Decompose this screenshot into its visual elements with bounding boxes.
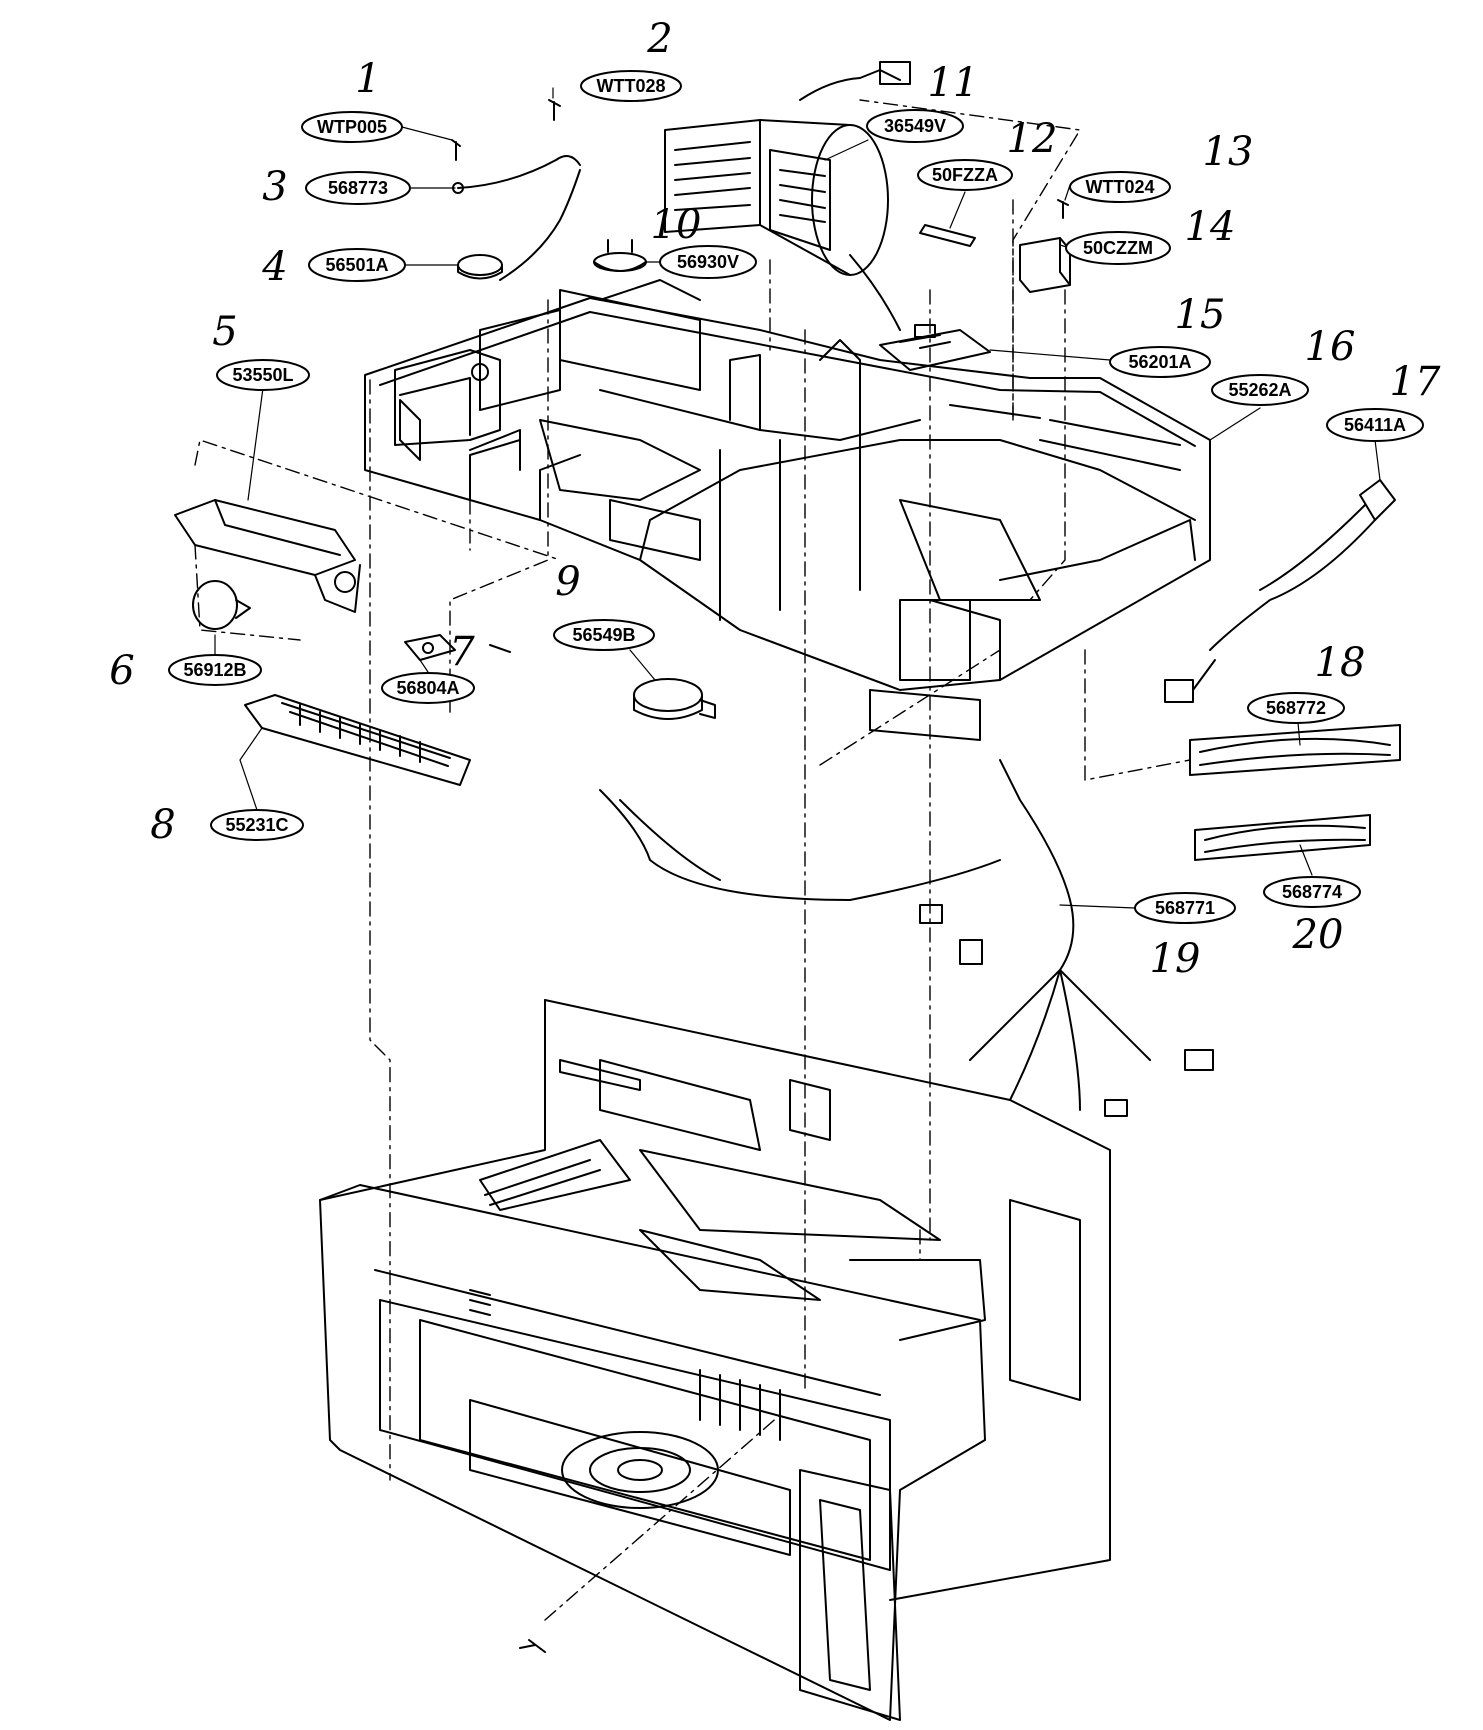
small-parts-drawing [451, 99, 1396, 703]
alignment-lines [194, 99, 1191, 1621]
callout-wtp005: WTP005 [301, 111, 403, 143]
callout-label: 55231C [225, 815, 288, 835]
item-number: 4 [261, 244, 287, 290]
callout-55262a: 55262A [1211, 374, 1309, 406]
callout-55231c: 55231C [210, 809, 304, 841]
callout-label: 568773 [328, 178, 388, 198]
callout-568773: 568773 [305, 171, 411, 205]
callout-56501a: 56501A [308, 248, 406, 282]
item-number: 9 [555, 559, 580, 605]
callout-label: 56201A [1128, 352, 1191, 372]
callout-50fzza: 50FZZA [917, 159, 1013, 191]
callout-label: 55262A [1228, 380, 1291, 400]
item-number: 3 [262, 164, 287, 210]
item-number: 14 [1185, 204, 1236, 250]
item-numbers: 1 2 3 4 5 6 7 8 9 10 11 12 13 14 15 16 1… [109, 16, 1441, 982]
callout-56930v: 56930V [659, 245, 757, 279]
duct-housing-drawing [394, 279, 701, 446]
cabinet-drawing [319, 999, 1111, 1721]
lamp-assembly-drawing [174, 499, 511, 786]
callout-56411a: 56411A [1326, 408, 1424, 442]
item-number: 12 [1007, 116, 1058, 162]
callout-label: 56549B [572, 625, 635, 645]
callout-label: 568772 [1266, 698, 1326, 718]
callout-label: 36549V [884, 116, 946, 136]
callout-wtt024: WTT024 [1069, 171, 1171, 203]
item-number: 15 [1175, 292, 1226, 338]
callout-50czzm: 50CZZM [1065, 231, 1171, 265]
item-number: 7 [449, 629, 475, 675]
callout-56201a: 56201A [1109, 346, 1211, 378]
item-number: 1 [355, 56, 380, 102]
item-number: 13 [1203, 129, 1254, 175]
item-number: 8 [150, 802, 175, 848]
item-number: 5 [212, 309, 237, 355]
fan-motor-drawing [664, 61, 911, 276]
callout-label: 56930V [677, 252, 739, 272]
callout-36549v: 36549V [866, 109, 964, 143]
item-number: 19 [1150, 936, 1201, 982]
callout-label: 56501A [325, 255, 388, 275]
item-number: 2 [646, 16, 672, 62]
callout-label: 568771 [1155, 898, 1215, 918]
callout-label: 56804A [396, 678, 459, 698]
callout-label: 56912B [183, 660, 246, 680]
callout-53550l: 53550L [216, 359, 310, 391]
item-number: 10 [651, 202, 702, 248]
callout-label: WTT024 [1085, 177, 1154, 197]
callout-label: WTT028 [596, 76, 665, 96]
callout-568771: 568771 [1134, 892, 1236, 924]
item-number: 18 [1315, 640, 1366, 686]
wire-harness-drawing [599, 724, 1401, 1117]
callout-label: WTP005 [317, 117, 387, 137]
callout-label: 50FZZA [932, 165, 998, 185]
part-callouts: WTP005 WTT028 568773 56501A 53550L 56912… [168, 70, 1424, 924]
base-plate-drawing [364, 297, 1211, 741]
callout-label: 50CZZM [1083, 238, 1153, 258]
callout-wtt028: WTT028 [580, 70, 682, 102]
item-number: 20 [1292, 912, 1344, 958]
callout-label: 568774 [1282, 882, 1342, 902]
callout-56912b: 56912B [168, 654, 262, 686]
callout-568772: 568772 [1247, 692, 1345, 724]
item-number: 16 [1305, 324, 1356, 370]
turntable-motor-drawing [633, 678, 716, 720]
callout-568774: 568774 [1263, 876, 1361, 908]
item-number: 11 [928, 60, 979, 106]
item-number: 17 [1390, 359, 1441, 405]
callout-56549b: 56549B [553, 619, 655, 651]
item-number: 6 [109, 648, 134, 694]
callout-label: 56411A [1344, 415, 1406, 435]
callout-56804a: 56804A [381, 672, 475, 704]
callout-label: 53550L [232, 365, 293, 385]
